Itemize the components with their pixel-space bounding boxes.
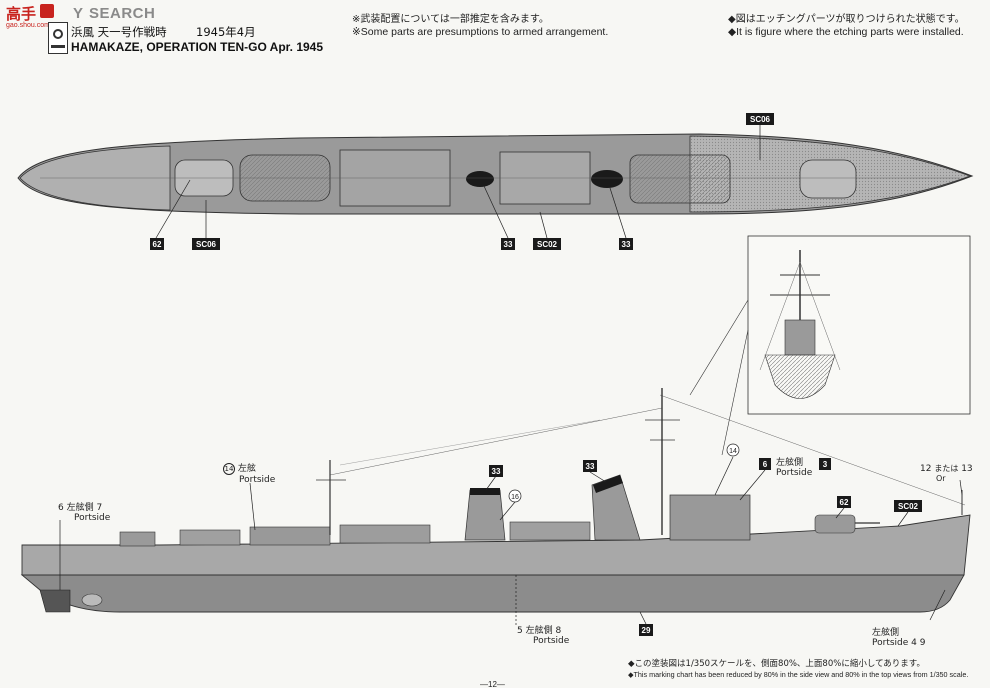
watermark-url: gao.shou.com: [6, 22, 50, 29]
label-6-box: 6: [763, 460, 768, 469]
top-funnel-aft: [466, 171, 494, 187]
title-en: HAMAKAZE, OPERATION TEN-GO Apr. 1945: [71, 40, 324, 54]
side-aft-funnel: [464, 489, 506, 541]
armed-note-jp: ※武装配置については一部推定を含みます。: [352, 14, 549, 25]
label-sc06-top: SC06: [750, 115, 771, 124]
label-sc06-bottom: SC06: [196, 240, 217, 249]
side-aa-mounts-aft: [179, 529, 241, 546]
top-bow-turret: [799, 159, 857, 199]
hasegawa-badge-icon: [48, 22, 68, 54]
side-torpedo-tubes: [509, 521, 591, 541]
top-view-callouts: SC06 62 SC06 33 SC02 33: [150, 113, 774, 250]
side-aft-turret: [119, 531, 156, 547]
scale-note-en: ◆This marking chart has been reduced by …: [628, 670, 969, 679]
red-logo-mark-icon: [40, 4, 54, 18]
title-jp: 浜風 天一号作戦時: [71, 25, 167, 39]
top-funnel-fore: [591, 170, 623, 188]
brand-name: SEARCH: [89, 5, 156, 22]
side-bow-turret: [814, 514, 856, 534]
side-view: [20, 388, 971, 613]
portside-label-6-7: 6 左舷側 7 Portside: [58, 503, 111, 523]
label-33a-top: 33: [504, 240, 513, 249]
label-33b-top: 33: [622, 240, 631, 249]
portside-label-14: 14 左舷 Portside: [223, 463, 276, 485]
top-bridge: [629, 154, 731, 204]
etching-note-jp: ◆図はエッチングパーツが取りつけられた状態です。: [728, 14, 965, 25]
side-aft-deckhouse: [249, 526, 331, 546]
label-33b-side: 33: [586, 462, 595, 471]
label-16-side: 16: [511, 494, 519, 501]
propeller: [81, 593, 103, 607]
title-date: 1945年4月: [196, 25, 256, 39]
or-label-12-13: 12 または 13 Or: [920, 464, 973, 483]
side-fore-funnel: [591, 474, 641, 541]
portside-label-5-8: 5 左舷側 8 Portside: [517, 626, 570, 646]
rudder: [39, 589, 71, 613]
label-sc02-top: SC02: [537, 240, 558, 249]
watermark-logo: 高手: [6, 5, 37, 23]
label-33a-side: 33: [492, 467, 501, 476]
side-view-callouts: 33 33 62 SC02 29 16 14 6 3: [59, 443, 963, 636]
mast-inset: [689, 235, 971, 456]
scale-note-jp: ◆この塗装図は1/350スケールを、側面80%、上面80%に縮小してあります。: [628, 659, 925, 669]
label-3-box: 3: [823, 460, 828, 469]
etching-note-en: ◆It is figure where the etching parts we…: [728, 26, 964, 38]
label-sc02-side: SC02: [898, 502, 919, 511]
label-29-side: 29: [642, 626, 651, 635]
portside-label-6-3: 左舷側 Portside: [776, 458, 813, 478]
side-hull-lower: [20, 574, 965, 613]
side-mid-structures: [339, 524, 431, 544]
brand-prefix: Y: [73, 5, 84, 22]
label-62-top: 62: [153, 240, 162, 249]
label-62-side: 62: [840, 498, 849, 507]
portside-label-4-9: 左舷側 Portside 4 9: [872, 628, 926, 648]
page-number: —12—: [480, 680, 505, 688]
side-bridge: [669, 494, 751, 541]
armed-note-en: ※Some parts are presumptions to armed ar…: [352, 26, 609, 38]
label-14-mast: 14: [729, 448, 737, 455]
top-view: [17, 133, 974, 215]
